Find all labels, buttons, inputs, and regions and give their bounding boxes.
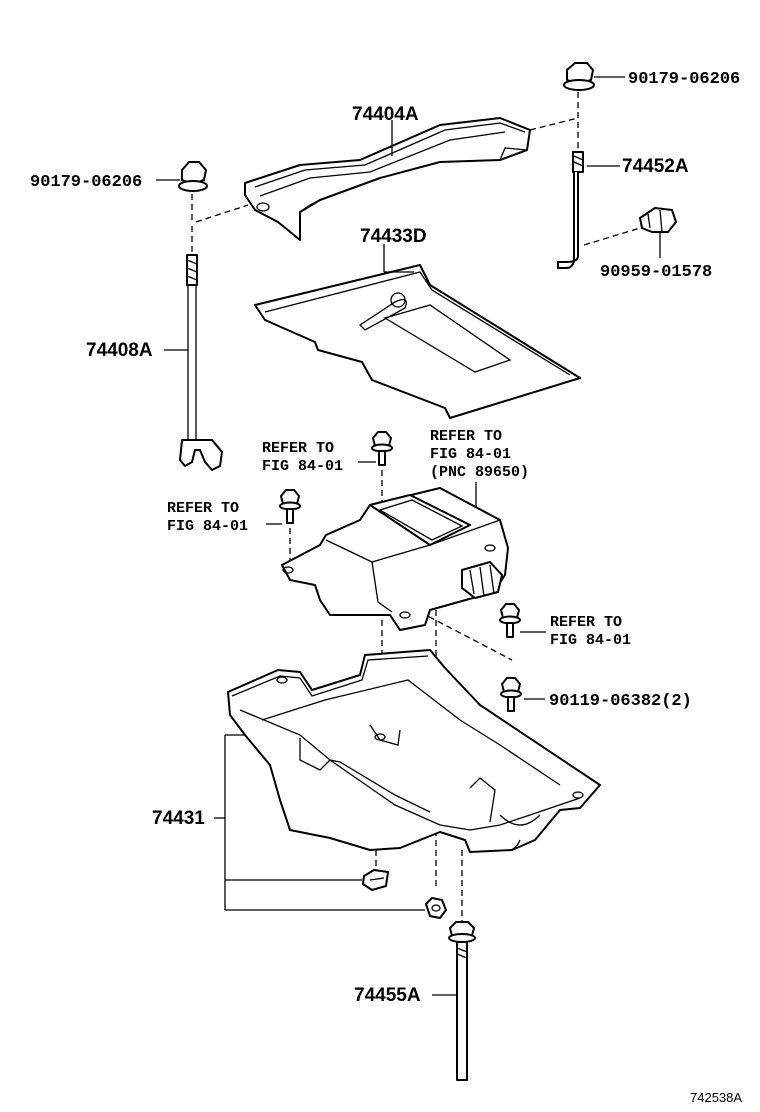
bracket-74404A xyxy=(244,117,531,241)
callout-90179-06206-left: 90179-06206 xyxy=(30,173,142,192)
rod-74408A xyxy=(164,254,223,471)
bolt-left xyxy=(279,489,301,524)
svg-text:(PNC 89650): (PNC 89650) xyxy=(430,464,529,481)
clip-nut-b xyxy=(425,897,447,919)
callout-74433D: 74433D xyxy=(360,226,427,247)
callout-90119-06382: 90119-06382(2) xyxy=(549,692,692,711)
callout-74431: 74431 xyxy=(152,808,205,829)
figure-id: 742538A xyxy=(690,1090,742,1105)
svg-text:REFER TO: REFER TO xyxy=(262,440,334,457)
svg-text:REFER TO: REFER TO xyxy=(550,614,622,631)
bolt-74455A xyxy=(432,921,476,1081)
callout-90179-06206-top-right: 90179-06206 xyxy=(628,70,740,89)
dash-line-d xyxy=(195,204,249,223)
refer-note-top-center: REFER TO FIG 84-01 xyxy=(262,440,376,475)
svg-text:REFER TO: REFER TO xyxy=(430,428,502,445)
bolt-top-center xyxy=(371,431,393,466)
clip-nut-a xyxy=(362,869,389,891)
clip-90959 xyxy=(639,207,677,258)
dash-line-f xyxy=(583,227,641,246)
tray-74431 xyxy=(227,649,601,853)
dash-line-i xyxy=(419,611,513,661)
j-bolt-74452A xyxy=(557,151,620,269)
sensor-module xyxy=(281,487,509,631)
nut-top-right xyxy=(563,62,625,91)
refer-note-left: REFER TO FIG 84-01 xyxy=(167,500,282,535)
refer-note-top-right: REFER TO FIG 84-01 (PNC 89650) xyxy=(430,428,529,512)
callout-74404A: 74404A xyxy=(352,104,419,125)
plate-74433D xyxy=(254,244,581,419)
svg-text:FIG 84-01: FIG 84-01 xyxy=(167,518,248,535)
bolt-right-refer xyxy=(499,603,521,638)
callout-74452A: 74452A xyxy=(622,156,689,177)
dash-line-b xyxy=(529,117,579,131)
svg-text:FIG 84-01: FIG 84-01 xyxy=(430,446,511,463)
bolt-90119 xyxy=(500,677,545,712)
callout-74455A: 74455A xyxy=(354,985,421,1006)
svg-text:FIG 84-01: FIG 84-01 xyxy=(550,632,631,649)
nut-left xyxy=(156,161,208,192)
refer-note-right: REFER TO FIG 84-01 xyxy=(520,614,631,649)
callout-74408A: 74408A xyxy=(86,340,153,361)
callout-tree-74431 xyxy=(214,734,425,911)
callout-90959-01578: 90959-01578 xyxy=(600,263,712,282)
svg-text:FIG 84-01: FIG 84-01 xyxy=(262,458,343,475)
svg-text:REFER TO: REFER TO xyxy=(167,500,239,517)
